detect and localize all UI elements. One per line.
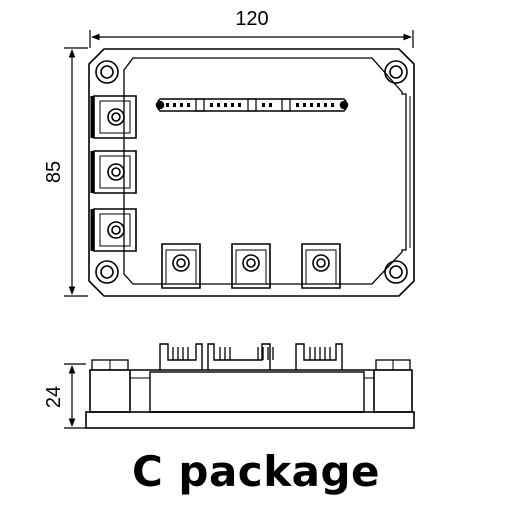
side-signal-pins: [172, 347, 331, 360]
width-dimension: [89, 30, 414, 48]
left-terminal-1: [90, 95, 137, 139]
mounting-hole-tl: [95, 60, 119, 84]
mounting-hole-tr: [384, 60, 408, 84]
side-height-dimension: [64, 363, 86, 429]
width-label: 120: [235, 8, 268, 30]
side-terminal-2: [207, 343, 271, 370]
top-view-inner-outline: [123, 57, 407, 285]
left-terminal-2: [90, 150, 137, 194]
top-view-outline: [88, 48, 415, 297]
side-terminal-3: [295, 343, 343, 370]
side-view-body: [89, 369, 131, 413]
signal-pins: [166, 103, 334, 107]
top-view: [88, 48, 415, 297]
bottom-terminal-1: [161, 243, 201, 289]
mounting-hole-br: [384, 260, 408, 284]
height-label: 85: [43, 161, 65, 183]
package-caption: C package: [131, 447, 381, 496]
left-terminal-3: [90, 208, 137, 252]
bottom-terminal-2: [231, 243, 271, 289]
signal-pin-strip: [155, 98, 349, 112]
side-view: [85, 343, 415, 429]
side-height-label: 24: [43, 386, 65, 408]
bottom-terminal-3: [301, 243, 341, 289]
side-terminal-1: [159, 343, 203, 370]
height-dimension: [64, 47, 88, 297]
side-view-base: [85, 411, 415, 429]
mounting-hole-bl: [95, 260, 119, 284]
